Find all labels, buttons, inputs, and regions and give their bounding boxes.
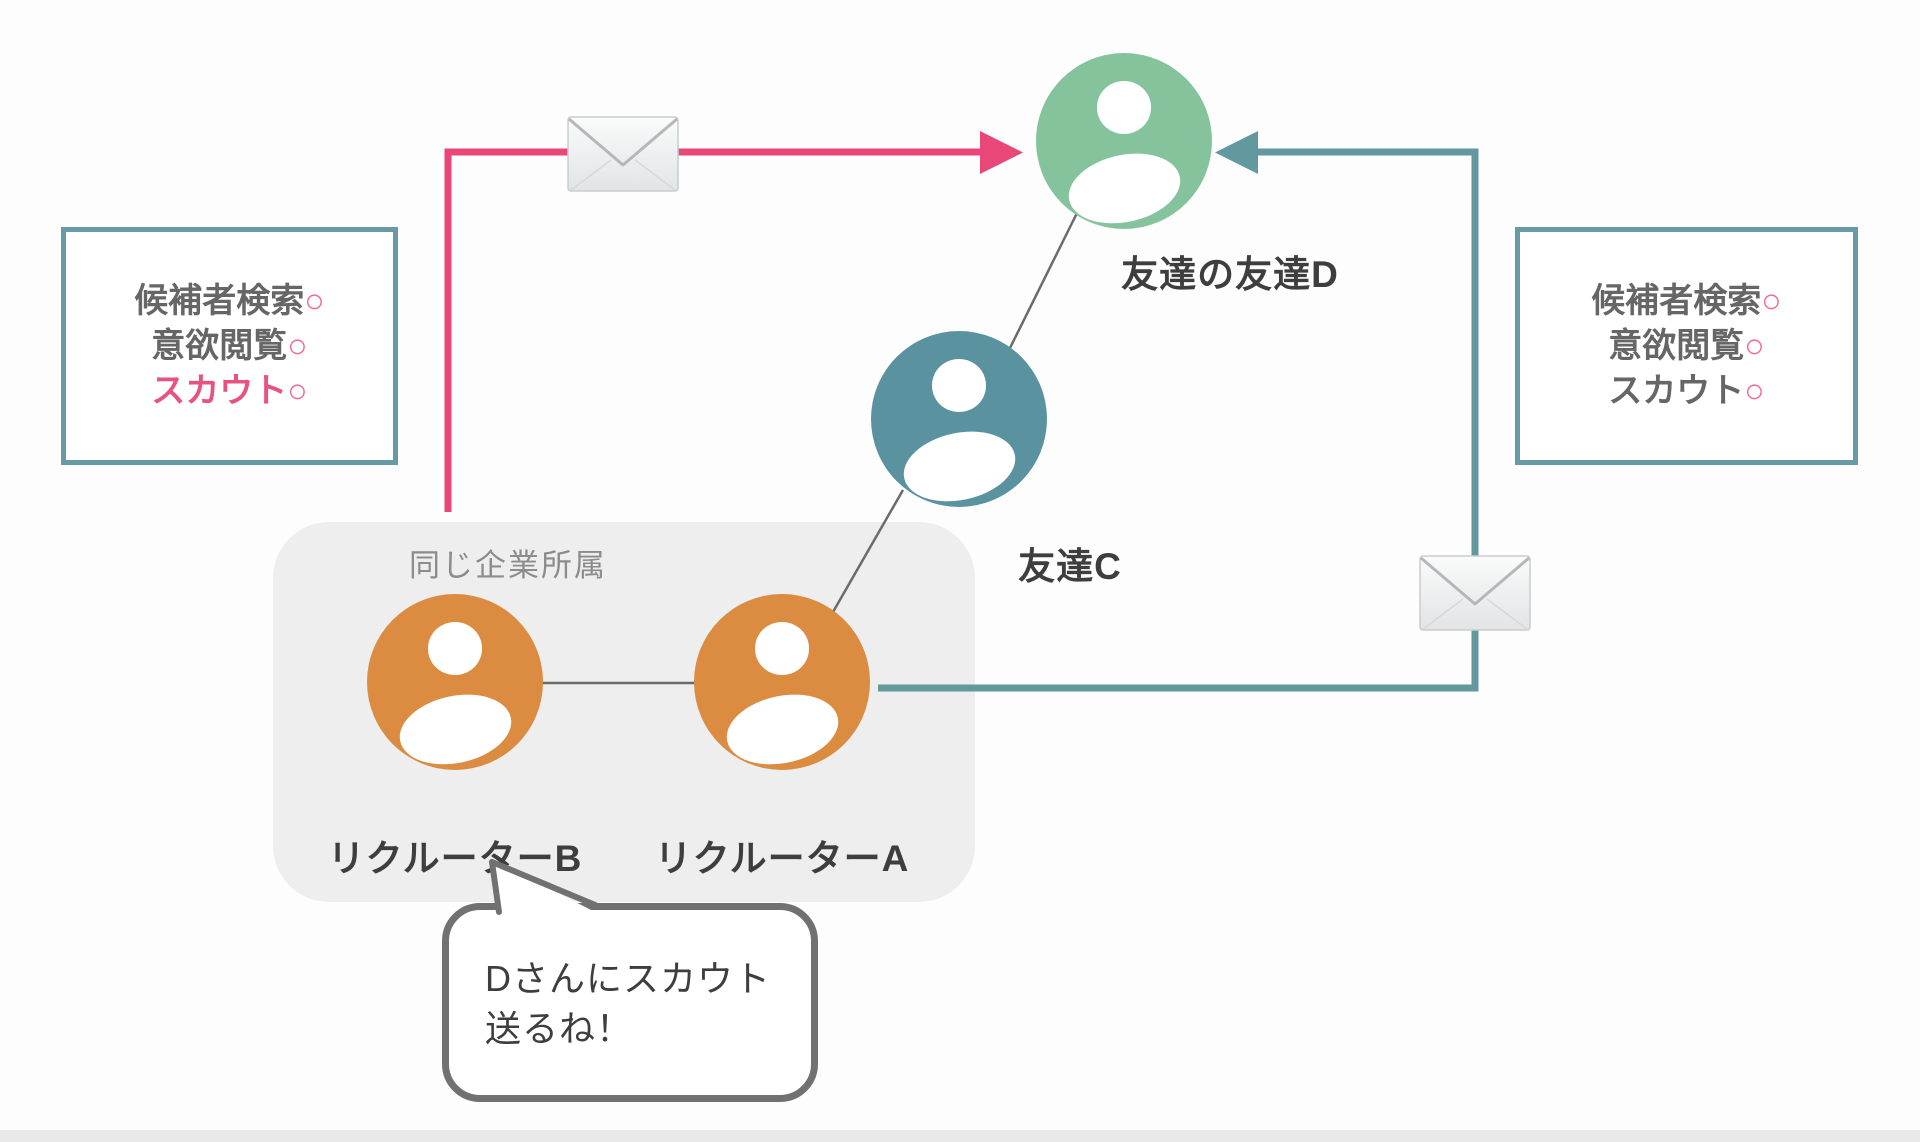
person-icon-recruiter-b xyxy=(367,594,543,770)
speech-bubble: Dさんにスカウト 送るね！ xyxy=(442,903,818,1102)
bottom-strip xyxy=(0,1130,1920,1142)
circle-mark-icon: ○ xyxy=(1744,326,1765,365)
person-icon-friend-c xyxy=(871,331,1047,507)
left-panel-line3-text: スカウト xyxy=(151,371,288,410)
scout-route-b-arrowhead xyxy=(980,131,1023,174)
speech-bubble-text: Dさんにスカウト 送るね！ xyxy=(449,910,811,1054)
recruiter-b-label: リクルーターB xyxy=(327,838,583,879)
scout-route-b-to-d xyxy=(444,148,982,512)
speech-bubble-line2: 送るね！ xyxy=(485,1008,634,1049)
person-head xyxy=(427,622,483,675)
person-body xyxy=(896,422,1022,507)
scout-route-a-arrowhead xyxy=(1215,131,1258,174)
person-icon-recruiter-a xyxy=(694,594,870,770)
right-panel-row-scout: スカウト○ xyxy=(1608,369,1765,414)
friend-c-label: 友達C xyxy=(1018,546,1122,587)
circle-mark-icon: ○ xyxy=(1744,371,1765,410)
circle-mark-icon: ○ xyxy=(287,326,308,365)
person-head xyxy=(1096,81,1152,134)
scout-route-a-to-d xyxy=(878,148,1479,692)
right-panel-line3-text: スカウト xyxy=(1608,371,1745,410)
circle-mark-icon: ○ xyxy=(287,371,308,410)
right-panel-row-candidate-search: 候補者検索○ xyxy=(1591,279,1782,324)
right-panel-row-intent-view: 意欲閲覧○ xyxy=(1608,324,1765,369)
company-group-label: 同じ企業所属 xyxy=(409,548,607,583)
right-permission-panel: 候補者検索○ 意欲閲覧○ スカウト○ xyxy=(1515,227,1858,465)
connection-line-c-d xyxy=(1006,212,1079,353)
circle-mark-icon: ○ xyxy=(304,281,325,320)
envelope-icon xyxy=(567,116,679,192)
speech-bubble-tail xyxy=(489,859,603,916)
person-head xyxy=(754,622,810,675)
circle-mark-icon: ○ xyxy=(1761,281,1782,320)
connection-line-a-c xyxy=(831,489,905,613)
envelope-icon xyxy=(1419,555,1531,631)
left-panel-row-candidate-search: 候補者検索○ xyxy=(134,279,325,324)
speech-bubble-line1: Dさんにスカウト xyxy=(485,958,771,999)
left-panel-row-scout: スカウト○ xyxy=(151,369,308,414)
person-icon-friend-d xyxy=(1036,53,1212,229)
right-panel-line2-text: 意欲閲覧 xyxy=(1608,326,1745,365)
person-head xyxy=(931,359,987,412)
person-body xyxy=(392,685,518,770)
right-panel-line1-text: 候補者検索 xyxy=(1591,281,1762,320)
left-panel-row-intent-view: 意欲閲覧○ xyxy=(151,324,308,369)
recruiter-a-label: リクルーターA xyxy=(654,838,910,879)
person-body xyxy=(1061,144,1187,229)
person-body xyxy=(719,685,845,770)
friend-d-label: 友達の友達D xyxy=(1121,254,1339,295)
left-permission-panel: 候補者検索○ 意欲閲覧○ スカウト○ xyxy=(61,227,398,465)
left-panel-line2-text: 意欲閲覧 xyxy=(151,326,288,365)
left-panel-line1-text: 候補者検索 xyxy=(134,281,305,320)
